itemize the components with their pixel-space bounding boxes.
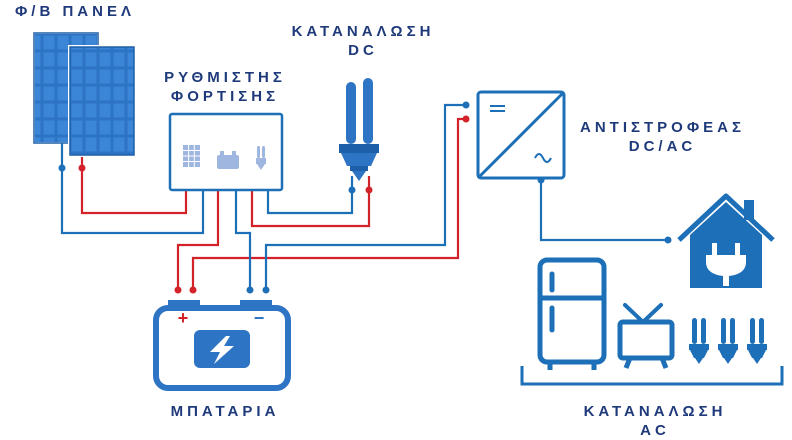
charge-controller-label-line1: ΡΥΘΜΙΣΤΗΣ <box>164 69 286 86</box>
house-terminal <box>664 236 672 244</box>
wire-dc-load-red <box>250 183 371 228</box>
charge-controller-label-line2: ΦΟΡΤΙΣΗΣ <box>170 88 280 105</box>
ac-load-label-line1: ΚΑΤΑΝΑΛΩΣΗ <box>583 403 727 420</box>
battery-terminal-blue-b <box>262 286 270 294</box>
ac-bulb-icon-2 <box>718 318 738 364</box>
wiring <box>60 103 668 290</box>
battery-plus-sign: + <box>178 308 189 328</box>
fridge-icon <box>537 257 607 370</box>
ac-load-shelf <box>520 366 784 386</box>
battery-minus-sign: − <box>254 308 265 328</box>
inverter-terminal-red <box>462 115 470 123</box>
ac-load-label-line2: AC <box>640 422 670 439</box>
battery-terminal-blue-a <box>246 286 254 294</box>
controller-bulb-icon <box>256 146 266 170</box>
pv-panel-label: Φ/Β ΠΑΝΕΛ <box>0 2 150 21</box>
battery-terminal-red-b <box>189 286 197 294</box>
charge-controller <box>168 112 284 192</box>
ac-bulb-icon-1 <box>689 318 709 364</box>
controller-battery-icon <box>217 151 239 169</box>
ac-bulb-icon-3 <box>747 318 767 364</box>
wire-battery-blue-a <box>234 183 252 290</box>
battery-terminal-red-a <box>174 286 182 294</box>
dc-load-label: ΚΑΤΑΝΑΛΩΣΗ DC <box>268 22 458 60</box>
controller-panel-icon <box>183 145 200 167</box>
wire-panel-red <box>80 168 188 215</box>
inverter-terminal-blue <box>462 101 470 109</box>
pv-panel-label-text: Φ/Β ΠΑΝΕΛ <box>15 3 135 20</box>
ac-loads <box>520 257 784 386</box>
battery-icon <box>153 300 291 391</box>
wire-battery-blue-b <box>264 103 466 290</box>
ac-load-label: ΚΑΤΑΝΑΛΩΣΗ AC <box>555 402 755 440</box>
wire-battery-red-b <box>191 117 466 290</box>
battery-label-text: ΜΠΑΤΑΡΙΑ <box>170 403 280 420</box>
battery-label: ΜΠΑΤΑΡΙΑ <box>145 402 305 421</box>
solar-panel-icon <box>33 32 136 168</box>
dc-load-label-line2: DC <box>348 42 378 59</box>
house-plug-icon <box>677 193 775 288</box>
tv-icon <box>617 303 675 369</box>
wire-panel-blue <box>60 168 205 235</box>
charge-controller-label: ΡΥΘΜΙΣΤΗΣ ΦΟΡΤΙΣΗΣ <box>145 68 305 106</box>
inverter-label-line2: DC/AC <box>628 138 697 155</box>
inverter-label: ΑΝΤΙΣΤΡΟΦΕΑΣ DC/AC <box>575 118 750 156</box>
dc-bulb-icon <box>339 78 379 190</box>
inverter-label-line1: ΑΝΤΙΣΤΡΟΦΕΑΣ <box>580 119 745 136</box>
wire-inverter-house <box>539 180 668 242</box>
dc-load-label-line1: ΚΑΤΑΝΑΛΩΣΗ <box>291 23 435 40</box>
wire-battery-red-a <box>176 183 220 290</box>
inverter-icon <box>476 90 566 180</box>
wire-dc-load-blue <box>266 183 354 215</box>
